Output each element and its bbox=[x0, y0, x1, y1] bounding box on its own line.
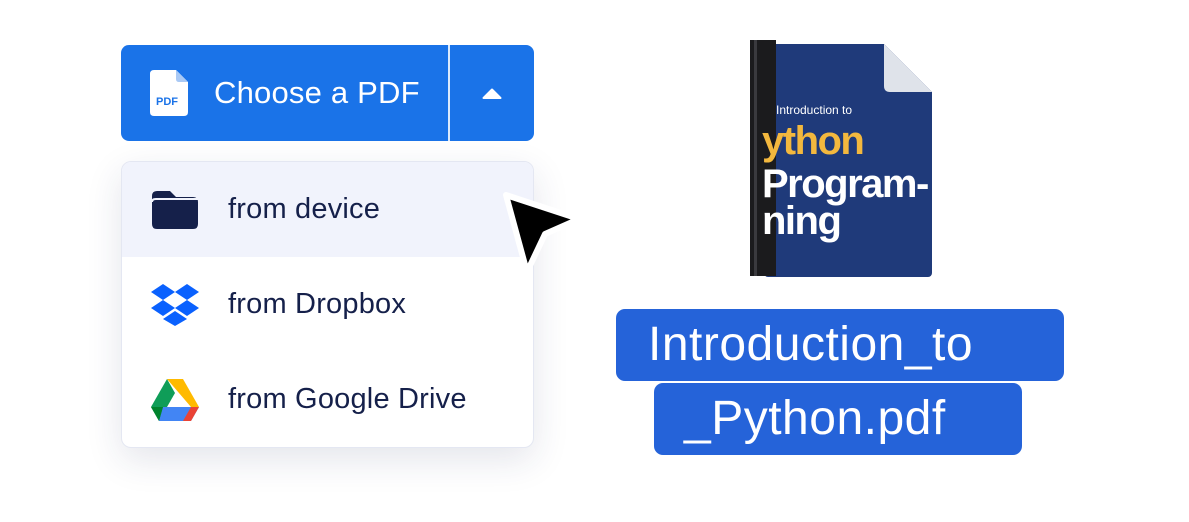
folder-icon bbox=[152, 190, 198, 229]
menu-item-from-google-drive[interactable]: from Google Drive bbox=[122, 352, 533, 447]
google-drive-icon bbox=[151, 378, 199, 421]
book-title-line-2: Program- bbox=[762, 162, 929, 206]
book-cover-image bbox=[750, 40, 932, 277]
menu-item-label: from Google Drive bbox=[228, 383, 467, 415]
source-dropdown-menu: from device from Dropbox from Google Dri… bbox=[121, 161, 534, 448]
book-subtitle: Introduction to bbox=[776, 103, 853, 117]
choose-pdf-label: Choose a PDF bbox=[214, 75, 420, 110]
filename-line-2: _Python.pdf bbox=[654, 383, 1022, 455]
pdf-icon-text: PDF bbox=[156, 96, 178, 108]
pdf-file-icon: PDF bbox=[150, 70, 188, 116]
menu-item-from-device[interactable]: from device bbox=[122, 162, 533, 257]
choose-pdf-split-button: PDF Choose a PDF bbox=[121, 45, 534, 141]
book-title-line-1: ython bbox=[762, 119, 865, 163]
menu-item-label: from Dropbox bbox=[228, 288, 407, 320]
menu-item-from-dropbox[interactable]: from Dropbox bbox=[122, 257, 533, 352]
dropbox-icon bbox=[151, 283, 199, 326]
book-title-line-3: ning bbox=[762, 199, 842, 243]
filename-line-1: Introduction_to bbox=[616, 309, 1064, 381]
dropdown-toggle-button[interactable] bbox=[450, 45, 534, 141]
choose-pdf-button[interactable]: PDF Choose a PDF bbox=[121, 45, 448, 141]
caret-up-icon bbox=[482, 88, 502, 99]
menu-item-label: from device bbox=[228, 193, 381, 225]
button-divider bbox=[448, 45, 450, 141]
cursor-pointer-icon bbox=[503, 192, 582, 275]
